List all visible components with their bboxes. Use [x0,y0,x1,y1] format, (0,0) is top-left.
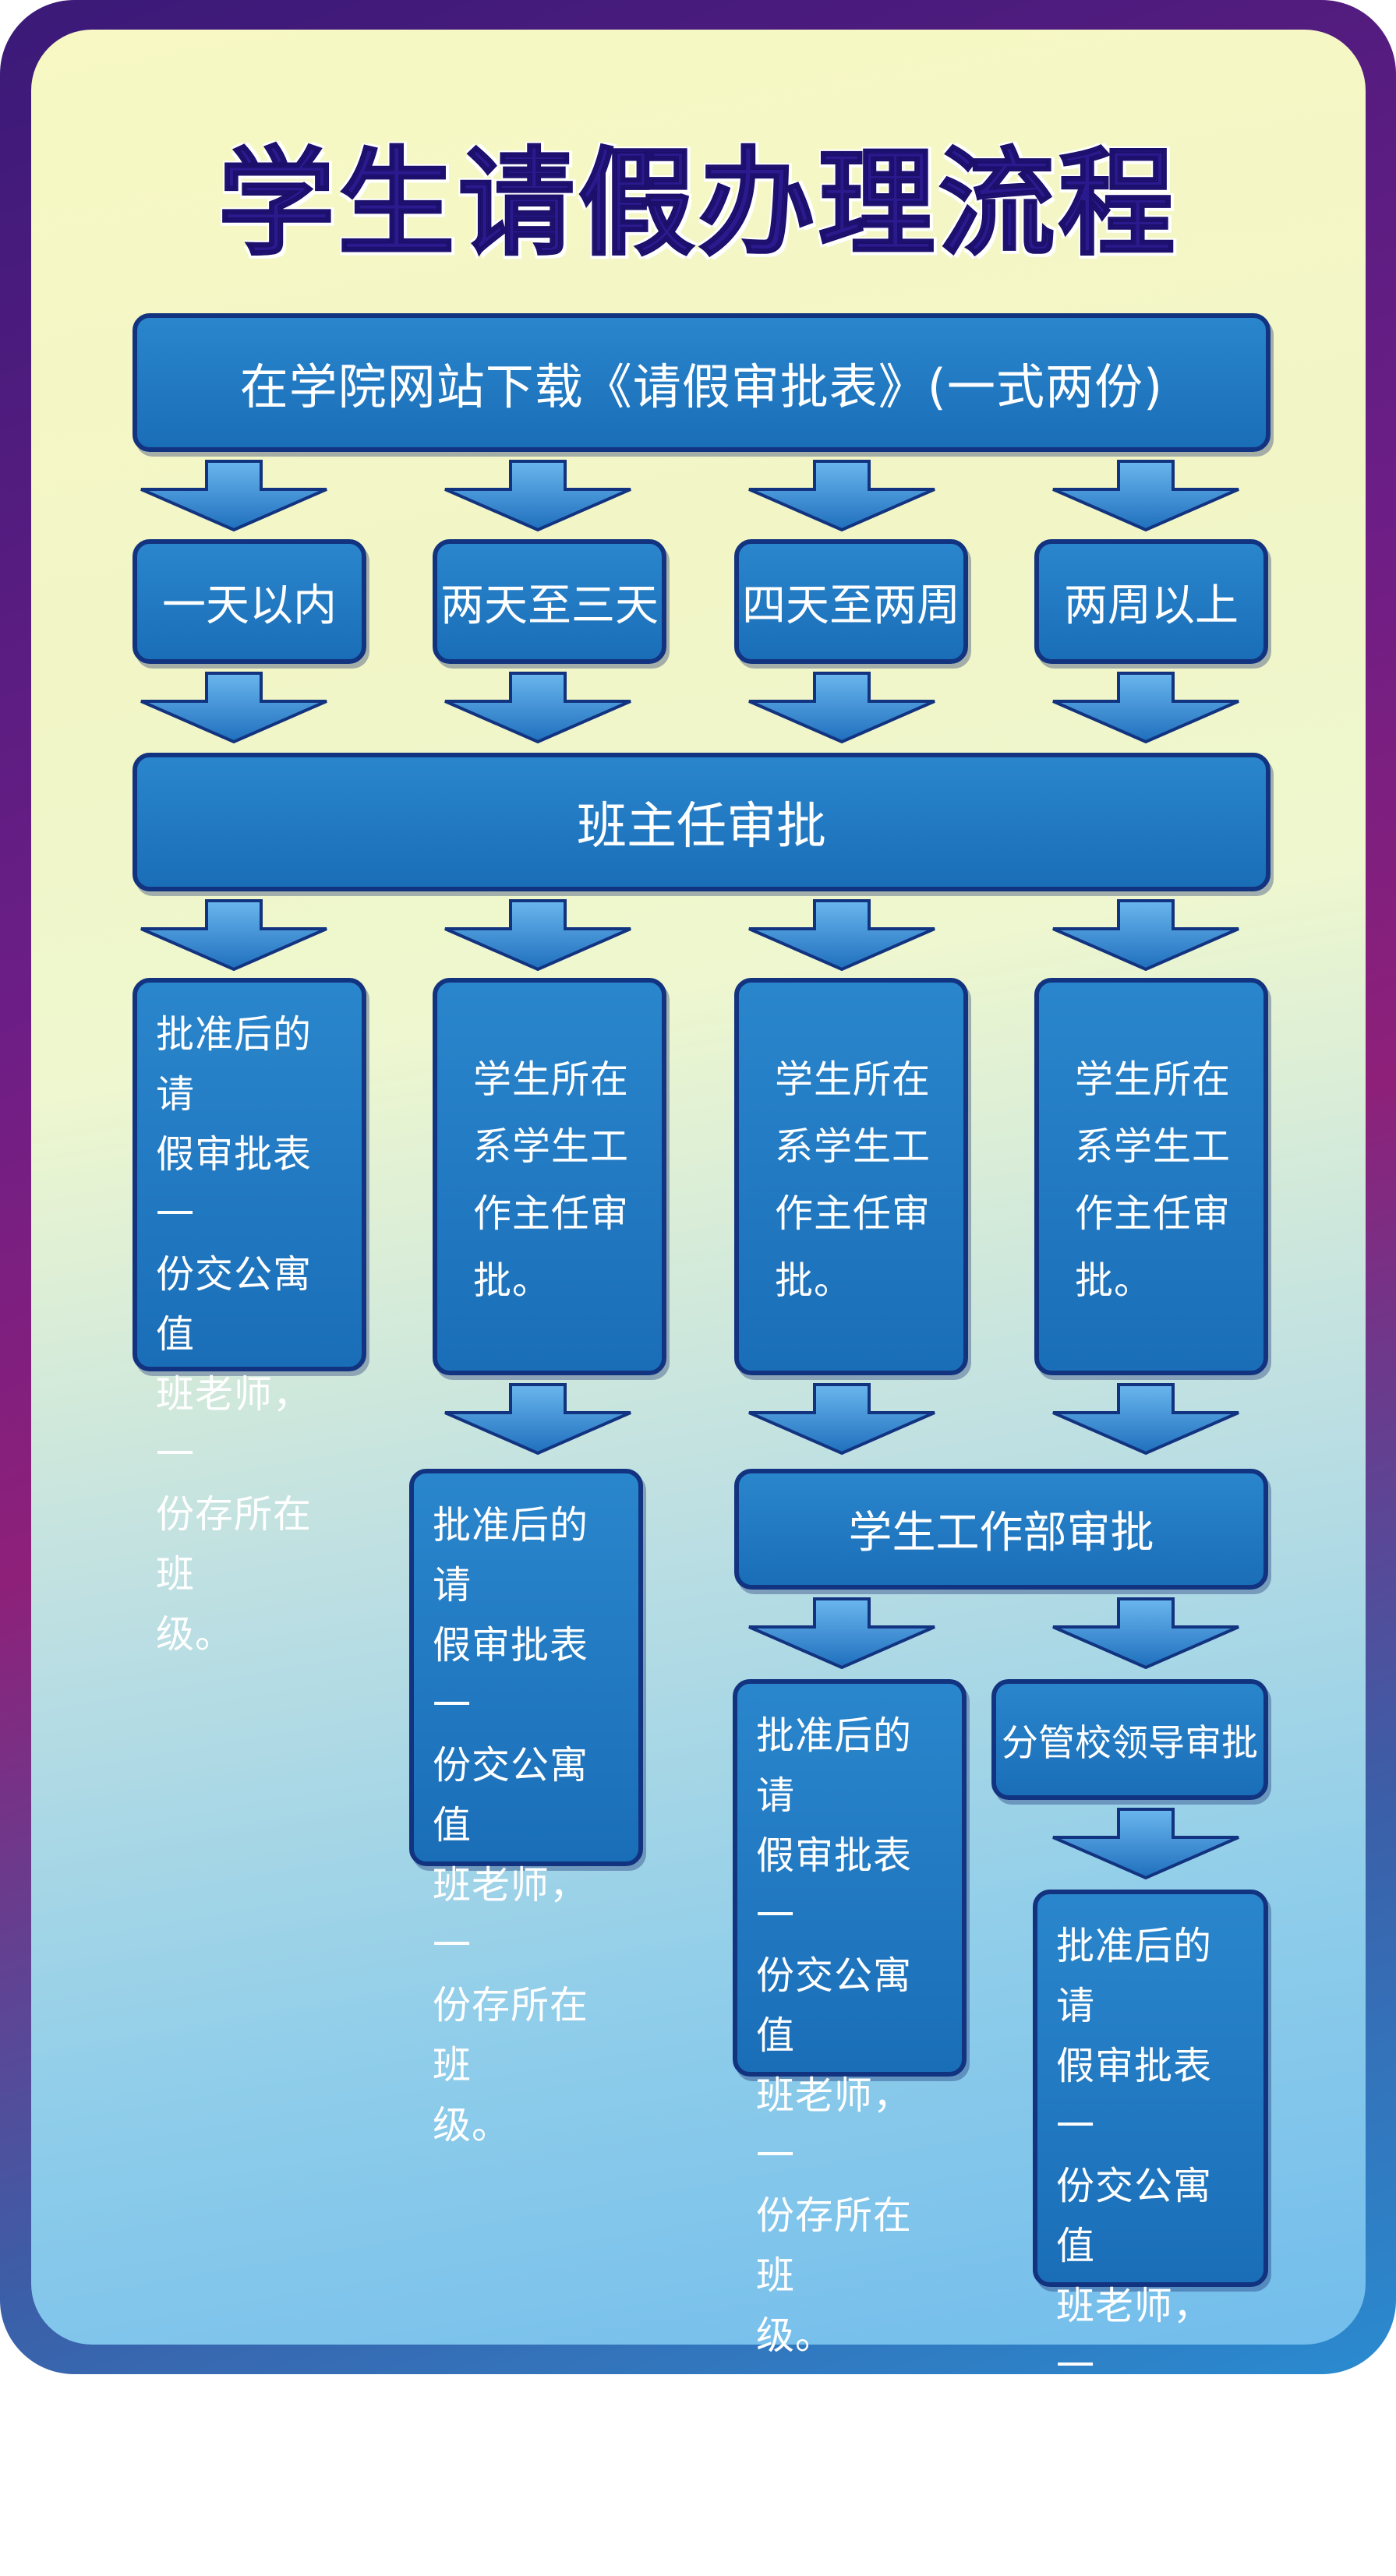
arrow-down-icon [748,672,935,743]
step-school-leader-label: 分管校领导审批 [1002,1722,1258,1765]
note-line: 份存所在班 [1056,2404,1213,2508]
review-line: 系学生工 [473,1124,630,1169]
approved-note-box: 批准后的请 假审批表一 份交公寓值 班老师，一 份存所在班 级。 [1033,1890,1268,2568]
note-line: 份交公寓值 [156,1252,313,1357]
duration-two-three-days: 两天至三天 [433,539,666,664]
note-line: 批准后的请 [1056,1924,1213,2028]
arrow-down-icon [748,460,935,531]
note-line: 班老师，一 [156,1372,313,1477]
review-line: 作主任审 [473,1191,630,1236]
arrow-down-icon [444,899,631,971]
duration-label: 一天以内 [162,580,337,631]
arrow-down-icon [444,460,631,531]
note-line: 假审批表一 [433,1623,589,1727]
note-line: 批准后的请 [156,1012,313,1117]
step-download-label: 在学院网站下载《请假审批表》(一式两份) [239,358,1164,415]
note-line: 份存所在班 [756,2193,913,2298]
step-student-affairs-label: 学生工作部审批 [848,1508,1154,1558]
arrow-down-icon [1052,1597,1239,1669]
dept-review-box: 学生所在 系学生工 作主任审 批。 [734,978,968,1375]
note-line: 份存所在班 [433,1983,589,2087]
note-line: 份交公寓值 [756,1953,913,2058]
review-line: 批。 [473,1258,552,1303]
arrow-down-icon [1052,460,1239,531]
duration-over-two-weeks: 两周以上 [1034,539,1268,664]
note-line: 份交公寓值 [433,1743,589,1847]
approved-note-box: 批准后的请 假审批表一 份交公寓值 班老师，一 份存所在班 级。 [409,1469,643,2147]
arrow-down-icon [748,1597,935,1669]
note-line: 级。 [1056,2524,1135,2568]
approved-note-box: 批准后的请 假审批表一 份交公寓值 班老师，一 份存所在班 级。 [733,1679,967,2358]
review-line: 学生所在 [1075,1057,1232,1102]
duration-four-days-two-weeks: 四天至两周 [734,539,968,664]
review-line: 作主任审 [775,1191,931,1236]
arrow-down-icon [1052,899,1239,971]
arrow-down-icon [140,460,327,531]
dept-review-box: 学生所在 系学生工 作主任审 批。 [433,978,666,1375]
step-download: 在学院网站下载《请假审批表》(一式两份) [133,313,1271,452]
step-class-teacher-label: 班主任审批 [577,798,826,856]
note-line: 批准后的请 [433,1503,589,1607]
arrow-down-icon [140,672,327,743]
note-line: 班老师，一 [756,2073,913,2178]
step-class-teacher: 班主任审批 [133,753,1271,891]
duration-label: 两周以上 [1064,580,1239,631]
note-line: 班老师，一 [1056,2284,1213,2388]
note-line: 份存所在班 [156,1492,313,1597]
note-line: 批准后的请 [756,1713,913,1818]
note-line: 级。 [156,1612,235,1657]
review-line: 系学生工 [775,1124,931,1169]
arrow-down-icon [444,672,631,743]
review-line: 学生所在 [473,1057,630,1102]
arrow-down-icon [140,899,327,971]
arrow-down-icon [1052,1808,1239,1879]
review-line: 系学生工 [1075,1124,1232,1169]
dept-review-box: 学生所在 系学生工 作主任审 批。 [1034,978,1268,1375]
arrow-down-icon [1052,1383,1239,1455]
review-line: 批。 [775,1258,854,1303]
arrow-down-icon [748,899,935,971]
duration-one-day: 一天以内 [133,539,366,664]
note-line: 假审批表一 [756,1833,913,1938]
step-school-leader: 分管校领导审批 [991,1679,1268,1800]
review-line: 批。 [1075,1258,1154,1303]
approved-note-box: 批准后的请 假审批表一 份交公寓值 班老师，一 份存所在班 级。 [133,978,366,1657]
review-line: 学生所在 [775,1057,931,1102]
arrow-down-icon [748,1383,935,1455]
arrow-down-icon [444,1383,631,1455]
note-line: 份交公寓值 [1056,2164,1213,2268]
note-line: 级。 [433,2103,511,2147]
note-line: 假审批表一 [156,1132,313,1237]
step-student-affairs: 学生工作部审批 [734,1469,1268,1590]
review-line: 作主任审 [1075,1191,1232,1236]
duration-label: 两天至三天 [440,580,659,631]
note-line: 级。 [756,2313,835,2358]
arrow-down-icon [1052,672,1239,743]
page-title: 学生请假办理流程 [217,136,1179,273]
note-line: 假审批表一 [1056,2044,1213,2148]
duration-label: 四天至两周 [742,580,960,631]
note-line: 班老师，一 [433,1863,589,1967]
